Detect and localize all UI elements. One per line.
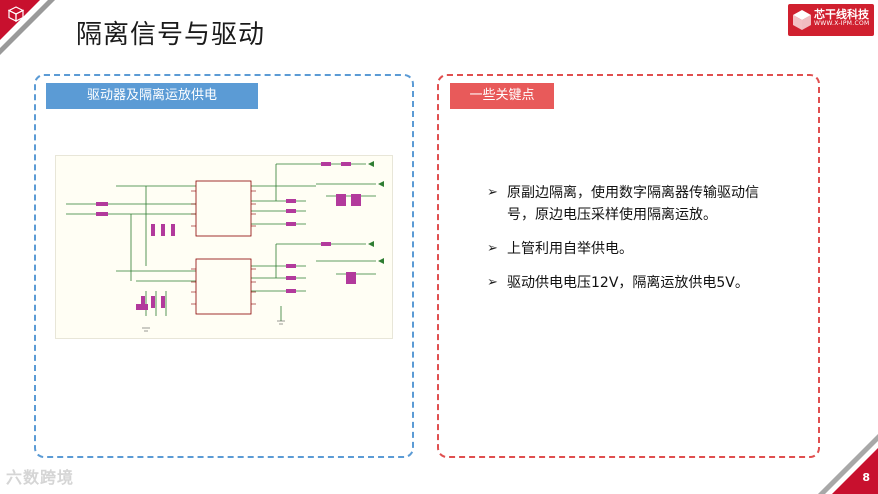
arrow-bullet-icon: ➢ bbox=[487, 185, 498, 200]
bullet-text: 驱动供电电压12V，隔离运放供电5V。 bbox=[507, 275, 749, 291]
arrow-bullet-icon: ➢ bbox=[487, 275, 498, 290]
footer-watermark: 六数跨境 bbox=[6, 468, 75, 487]
left-panel-label: 驱动器及隔离运放供电 bbox=[46, 83, 258, 109]
list-item: ➢ 驱动供电电压12V，隔离运放供电5V。 bbox=[487, 272, 777, 294]
page-title: 隔离信号与驱动 bbox=[76, 20, 266, 50]
brand-name: 芯干线科技 bbox=[814, 8, 869, 21]
driver-schematic-image bbox=[55, 155, 393, 339]
left-panel bbox=[34, 74, 414, 458]
brand-logo: 芯干线科技 WWW.X-IPM.COM bbox=[788, 4, 874, 36]
brand-url: WWW.X-IPM.COM bbox=[814, 20, 870, 27]
list-item: ➢ 原副边隔离，使用数字隔离器传输驱动信号，原边电压采样使用隔离运放。 bbox=[487, 182, 777, 226]
page-number: 8 bbox=[862, 471, 870, 484]
bullet-text: 上管利用自举供电。 bbox=[507, 241, 633, 257]
cube-logo-icon bbox=[8, 6, 24, 22]
bullet-text: 原副边隔离，使用数字隔离器传输驱动信号，原边电压采样使用隔离运放。 bbox=[507, 185, 759, 223]
right-panel-label: 一些关键点 bbox=[450, 83, 554, 109]
brand-cube-icon bbox=[793, 10, 811, 30]
right-panel bbox=[437, 74, 820, 458]
list-item: ➢ 上管利用自举供电。 bbox=[487, 238, 777, 260]
bottom-right-corner-accent bbox=[832, 448, 878, 494]
key-points-list: ➢ 原副边隔离，使用数字隔离器传输驱动信号，原边电压采样使用隔离运放。 ➢ 上管… bbox=[487, 182, 777, 306]
arrow-bullet-icon: ➢ bbox=[487, 241, 498, 256]
